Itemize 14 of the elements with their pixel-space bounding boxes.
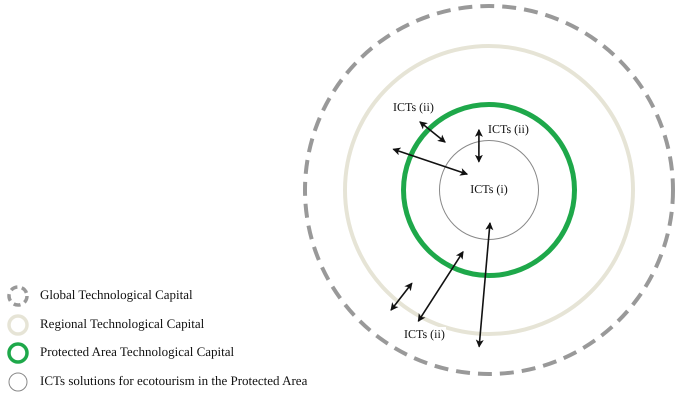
legend-label: Global Technological Capital (40, 287, 193, 303)
double-arrow (390, 282, 412, 311)
edge-label: ICTs (ii) (403, 327, 446, 342)
circle-label: ICTs (i) (469, 182, 509, 197)
legend-label: Regional Technological Capital (40, 316, 204, 332)
legend-label: Protected Area Technological Capital (40, 344, 234, 360)
double-arrow (474, 128, 483, 163)
double-arrow (392, 148, 468, 176)
double-arrow (418, 250, 464, 322)
edge-label: ICTs (ii) (487, 122, 530, 137)
edge-label: ICTs (ii) (392, 100, 435, 115)
double-arrow (476, 222, 494, 348)
legend-label: ICTs solutions for ecotourism in the Protected Area (40, 372, 308, 388)
double-arrow (419, 121, 446, 143)
